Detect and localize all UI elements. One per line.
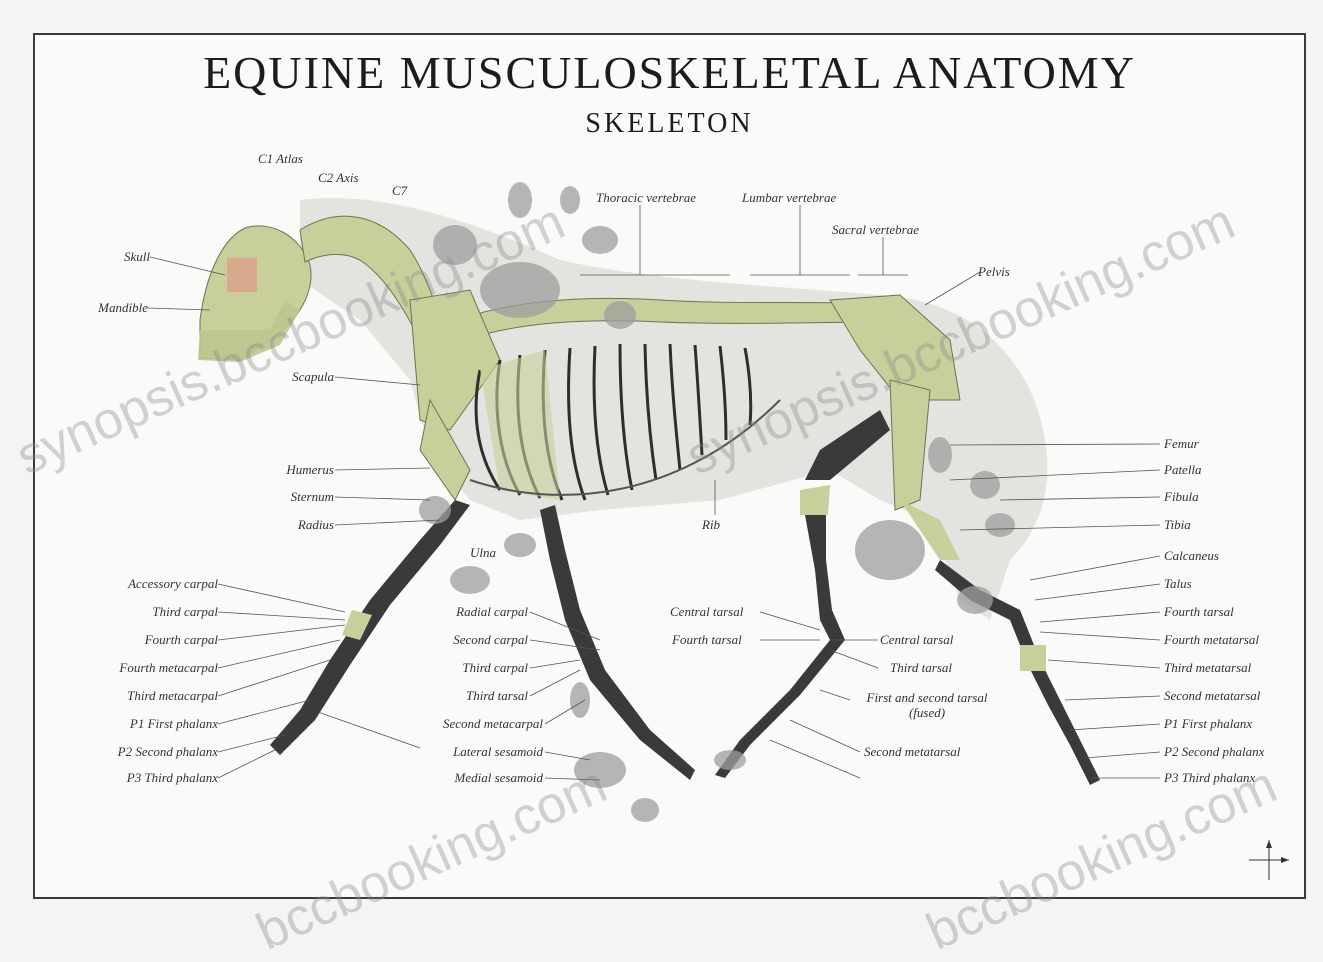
hindlimb-near-highlight [1020,645,1046,671]
label-c7: C7 [392,183,407,199]
label-second-metacarpal: Second metacarpal [400,716,543,732]
label-central-tarsal: Central tarsal [670,604,743,620]
label-lateral-sesamoid: Lateral sesamoid [400,744,543,760]
label-c1-atlas: C1 Atlas [258,151,303,167]
label-third-tarsal-right: Third tarsal [890,660,952,676]
label-calcaneus: Calcaneus [1164,548,1219,564]
label-first-second-tarsal: First and second tarsal (fused) [852,690,1002,720]
label-c2-axis: C2 Axis [318,170,359,186]
label-accessory-carpal: Accessory carpal [60,576,218,592]
label-fourth-carpal: Fourth carpal [60,632,218,648]
label-scapula: Scapula [250,369,334,385]
label-p3-third-phalanx-right: P3 Third phalanx [1164,770,1255,786]
label-second-metatarsal-right: Second metatarsal [1164,688,1260,704]
label-ulna: Ulna [470,545,496,561]
label-femur: Femur [1164,436,1199,452]
label-sternum: Sternum [240,489,334,505]
label-second-metatarsal: Second metatarsal [864,744,960,760]
label-fourth-tarsal: Fourth tarsal [672,632,742,648]
label-humerus: Humerus [240,462,334,478]
label-third-metatarsal: Third metatarsal [1164,660,1251,676]
label-talus: Talus [1164,576,1192,592]
label-third-tarsal-mid: Third tarsal [400,688,528,704]
label-lumbar-vertebrae: Lumbar vertebrae [742,190,836,206]
label-thoracic-vertebrae: Thoracic vertebrae [596,190,696,206]
label-third-metacarpal: Third metacarpal [60,688,218,704]
skull-accent-patch [227,258,257,292]
label-radius: Radius [240,517,334,533]
label-sacral-vertebrae: Sacral vertebrae [832,222,919,238]
label-p1-first-phalanx-right: P1 First phalanx [1164,716,1252,732]
label-fourth-tarsal-right: Fourth tarsal [1164,604,1234,620]
hindlimb-far-highlight [800,485,830,515]
label-third-carpal-mid: Third carpal [400,660,528,676]
label-radial-carpal: Radial carpal [400,604,528,620]
label-medial-sesamoid: Medial sesamoid [400,770,543,786]
label-skull: Skull [100,249,150,265]
label-fibula: Fibula [1164,489,1199,505]
label-rib: Rib [702,517,720,533]
label-fourth-metacarpal: Fourth metacarpal [60,660,218,676]
label-third-carpal: Third carpal [60,604,218,620]
label-pelvis: Pelvis [978,264,1010,280]
label-fourth-metatarsal: Fourth metatarsal [1164,632,1259,648]
label-tibia: Tibia [1164,517,1191,533]
label-p2-second-phalanx-right: P2 Second phalanx [1164,744,1264,760]
label-central-tarsal-right: Central tarsal [880,632,953,648]
label-p3-third-phalanx-left: P3 Third phalanx [60,770,218,786]
label-mandible: Mandible [70,300,148,316]
compass-icon [1244,836,1294,884]
label-patella: Patella [1164,462,1202,478]
label-p1-first-phalanx-left: P1 First phalanx [60,716,218,732]
label-second-carpal: Second carpal [400,632,528,648]
label-p2-second-phalanx-left: P2 Second phalanx [60,744,218,760]
